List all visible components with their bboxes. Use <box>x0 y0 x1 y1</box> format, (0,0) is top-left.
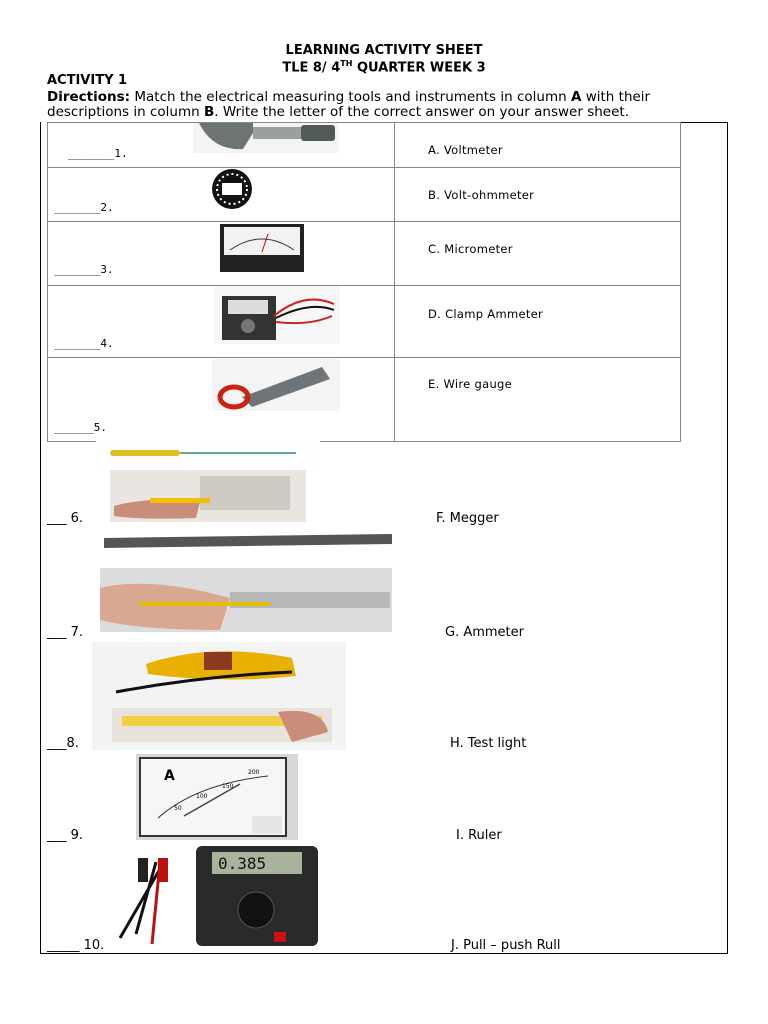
option-e: E. Wire gauge <box>428 377 513 391</box>
ammeter-scale-label: 150 <box>222 783 234 790</box>
answer-blank-9[interactable]: ___ 9. <box>47 828 84 843</box>
option-g: G. Ammeter <box>445 625 524 640</box>
ammeter-scale-label: 50 <box>174 805 182 812</box>
row-divider <box>48 167 680 168</box>
answer-blank-3[interactable]: _______3. <box>54 263 114 276</box>
test-light-usage-image <box>110 470 306 522</box>
ammeter-label: A <box>164 768 175 784</box>
micrometer-image <box>193 123 339 153</box>
option-i: I. Ruler <box>456 828 502 843</box>
ruler-usage-image <box>100 568 392 632</box>
option-d: D. Clamp Ammeter <box>428 307 544 321</box>
ammeter-scale-label: 200 <box>248 769 260 776</box>
option-j: J. Pull – push Rull <box>451 938 561 953</box>
wire-gauge-image <box>212 169 252 209</box>
column-divider <box>394 123 395 441</box>
ammeter-image: A 200 150 100 50 <box>136 754 298 840</box>
row-divider <box>48 285 680 286</box>
answer-blank-4[interactable]: _______4. <box>54 337 114 350</box>
row-divider <box>48 221 680 222</box>
option-c: C. Micrometer <box>428 242 513 256</box>
activity-heading: ACTIVITY 1 <box>47 73 128 88</box>
multimeter-display: 0.385 <box>218 854 266 873</box>
answer-blank-2[interactable]: _______2. <box>54 201 114 214</box>
option-a: A. Voltmeter <box>428 143 503 157</box>
ammeter-scale-label: 100 <box>196 793 208 800</box>
answer-blank-10[interactable]: _____ 10. <box>47 938 105 953</box>
answer-blank-5[interactable]: ______5. <box>54 421 107 434</box>
option-h: H. Test light <box>450 736 527 751</box>
clamp-ammeter-image <box>212 359 340 411</box>
volt-ohmmeter-image <box>214 286 340 344</box>
directions: Directions: Match the electrical measuri… <box>47 89 651 120</box>
answer-blank-7[interactable]: ___ 7. <box>47 625 84 640</box>
answer-blank-6[interactable]: ___ 6. <box>47 511 84 526</box>
test-light-image <box>96 440 320 466</box>
ruler-image <box>100 530 398 556</box>
sheet-subtitle: TLE 8/ 4TH QUARTER WEEK 3 <box>282 59 486 76</box>
pull-push-rule-image <box>92 642 346 750</box>
matching-table: _______1. _______2. _______3. _______4. … <box>47 122 681 442</box>
voltmeter-image <box>220 224 304 272</box>
outer-frame-top <box>680 122 728 123</box>
outer-frame <box>40 122 728 954</box>
row-divider <box>48 357 680 358</box>
answer-blank-8[interactable]: ___8. <box>47 736 79 751</box>
answer-blank-1[interactable]: _______1. <box>68 147 128 160</box>
multimeter-image: 0.385 <box>106 844 344 950</box>
option-b: B. Volt-ohmmeter <box>428 188 535 202</box>
option-f: F. Megger <box>436 511 499 526</box>
sheet-title: LEARNING ACTIVITY SHEET <box>285 43 483 58</box>
